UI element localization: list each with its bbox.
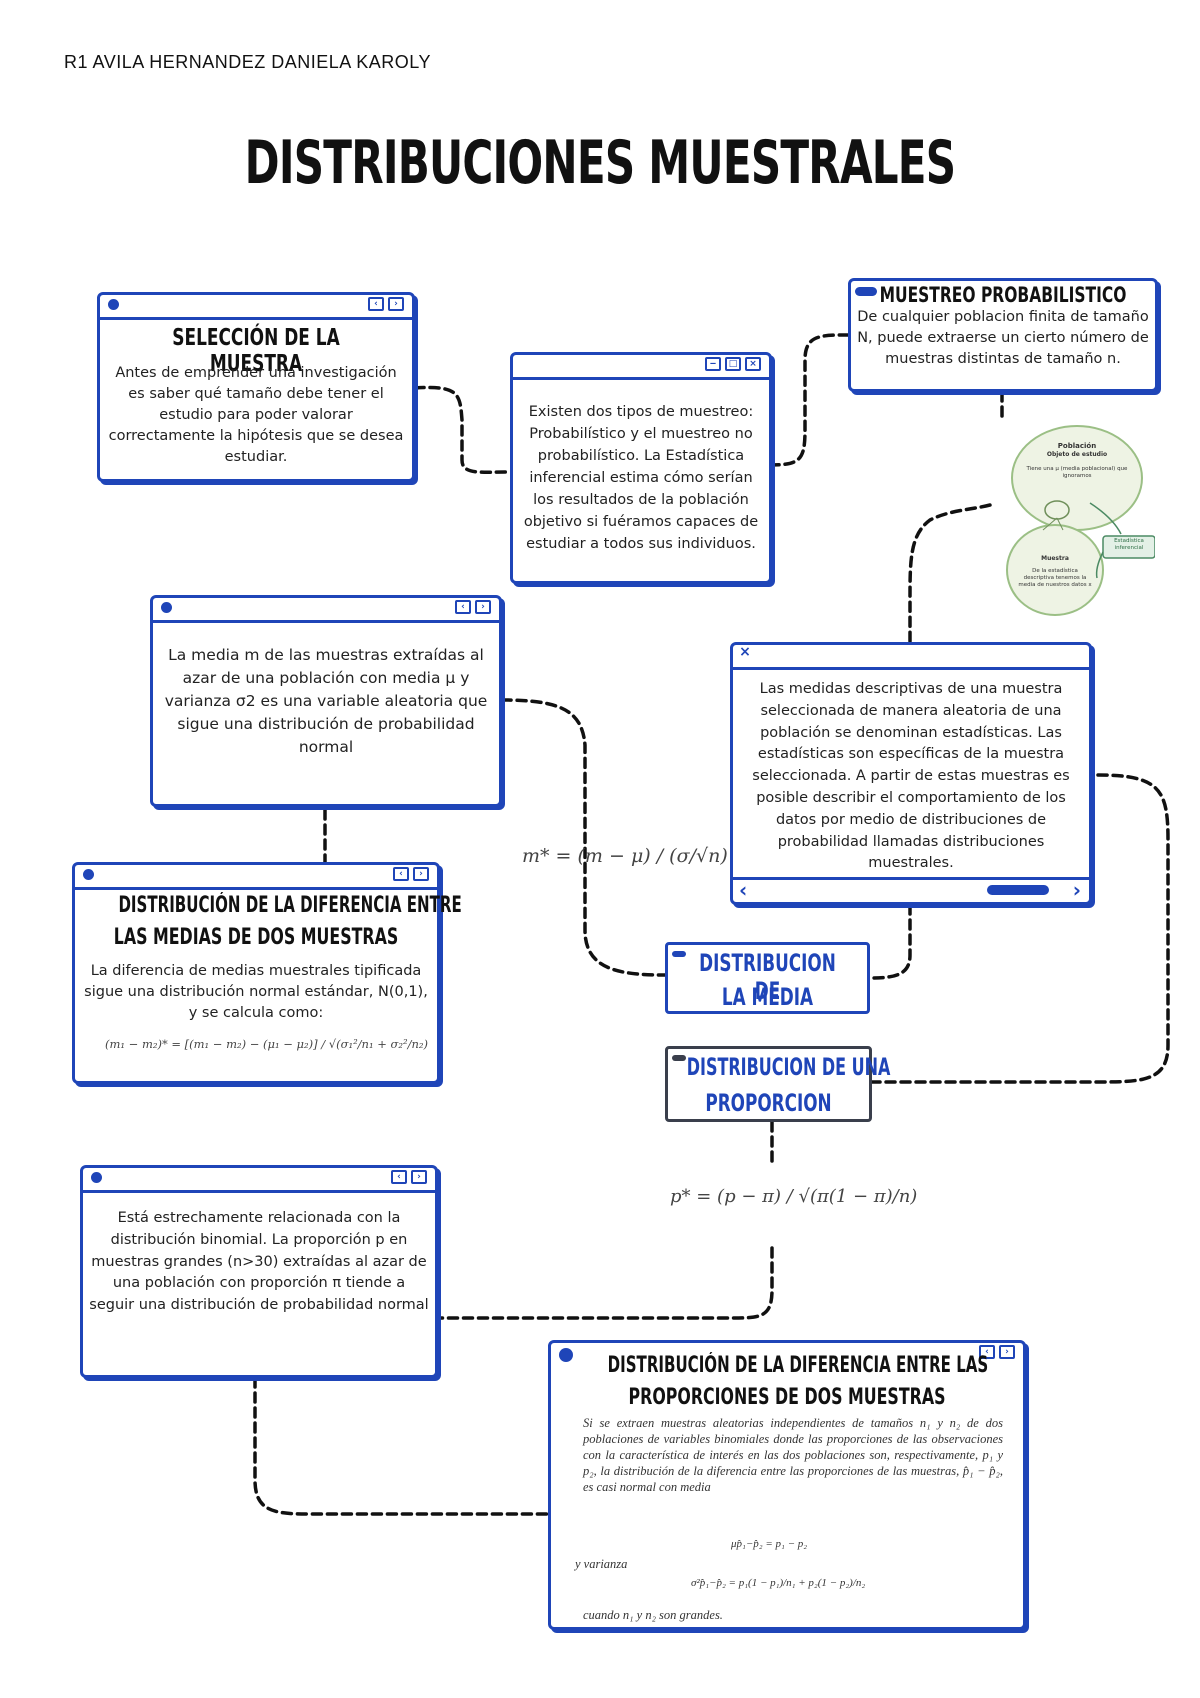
node-title-line-1: DISTRIBUCIÓN DE LA DIFERENCIA ENTRE bbox=[118, 893, 462, 918]
window-dots-icon bbox=[672, 951, 686, 957]
node-media-muestras: ‹› La media m de las muestras extraídas … bbox=[150, 595, 502, 807]
window-dot bbox=[108, 299, 119, 310]
node-title: MUESTREO PROBABILISTICO bbox=[879, 283, 1127, 307]
minimize-icon: ‒ bbox=[705, 357, 721, 371]
formula-media: m* = (m − μ) / (σ/√n) bbox=[522, 845, 728, 867]
poblacion-muestra-illustration: Población Objeto de estudio Tiene una μ … bbox=[995, 418, 1156, 628]
window-titlebar: ‒ □ × bbox=[513, 355, 769, 380]
window-dots-icon bbox=[672, 1055, 686, 1061]
node-title-line-1: DISTRIBUCION DE UNA bbox=[686, 1053, 891, 1081]
node-title-line-2: LA MEDIA bbox=[721, 983, 814, 1011]
scroll-right-icon[interactable]: › bbox=[1072, 878, 1081, 902]
node-tipos-muestreo: ‒ □ × Existen dos tipos de muestreo: Proba… bbox=[510, 352, 772, 584]
next-icon: › bbox=[999, 1345, 1015, 1359]
connector-illus-estadisticas bbox=[908, 503, 992, 644]
prev-icon: ‹ bbox=[368, 297, 384, 311]
node-title-line-1: DISTRIBUCIÓN DE LA DIFERENCIA ENTRE LAS bbox=[607, 1353, 989, 1378]
next-icon: › bbox=[388, 297, 404, 311]
node-text: La media m de las muestras extraídas al … bbox=[164, 646, 488, 756]
window-titlebar: ‹› bbox=[83, 1168, 435, 1193]
node-title-line-2: LAS MEDIAS DE DOS MUESTRAS bbox=[113, 925, 399, 950]
window-dot bbox=[161, 602, 172, 613]
variance-label: y varianza bbox=[575, 1557, 628, 1571]
window-dot bbox=[91, 1172, 102, 1183]
node-diferencia-medias: ‹› DISTRIBUCIÓN DE LA DIFERENCIA ENTRE L… bbox=[72, 862, 462, 1084]
node-text: Está estrechamente relacionada con la di… bbox=[89, 1210, 429, 1314]
connector-formula-proptext bbox=[436, 1246, 774, 1320]
window-titlebar: ‹› bbox=[100, 295, 412, 320]
close-icon: × bbox=[739, 644, 751, 660]
connector-proptext-difprop bbox=[253, 1376, 562, 1516]
window-titlebar: ‹› bbox=[75, 865, 437, 890]
node-text: Las medidas descriptivas de una muestra … bbox=[752, 681, 1070, 872]
poblacion-title: Población bbox=[1057, 442, 1097, 450]
poblacion-subtitle: Objeto de estudio bbox=[1046, 451, 1108, 458]
connector-seleccion-tipos bbox=[413, 385, 512, 474]
prev-icon: ‹ bbox=[455, 600, 471, 614]
variance-formula: σ²p̂₁−p̂₂ = p₁(1 − p₁)/n₁ + p₂(1 − p₂)/n… bbox=[691, 1577, 866, 1589]
prev-icon: ‹ bbox=[391, 1170, 407, 1184]
prev-icon: ‹ bbox=[979, 1345, 995, 1359]
muestra-text: De la estadística descriptiva tenemos la… bbox=[1018, 568, 1092, 588]
connector-estadisticas-distmedia bbox=[868, 903, 912, 980]
node-title-line-1: DISTRIBUCION DE bbox=[699, 949, 836, 1005]
footer-text: cuando n₁ y n₂ son grandes. bbox=[583, 1608, 723, 1622]
next-icon: › bbox=[411, 1170, 427, 1184]
node-text: De cualquier poblacion finita de tamaño … bbox=[857, 309, 1149, 367]
maximize-icon: □ bbox=[725, 357, 741, 371]
poblacion-diagram-icon bbox=[1006, 425, 1156, 616]
window-titlebar: ‹› bbox=[551, 1343, 1023, 1365]
node-title-line-2: PROPORCION bbox=[705, 1089, 832, 1117]
window-dots-icon bbox=[855, 287, 877, 296]
window-dot bbox=[559, 1348, 573, 1362]
scroll-thumb[interactable] bbox=[987, 885, 1049, 895]
window-titlebar: × bbox=[733, 645, 1089, 670]
node-muestreo-probabilistico: MUESTREO PROBABILISTICO De cualquier pob… bbox=[848, 278, 1158, 392]
node-diferencia-proporciones: ‹› DISTRIBUCIÓN DE LA DIFERENCIA ENTRE L… bbox=[548, 1340, 1026, 1630]
window-dot bbox=[83, 869, 94, 880]
poblacion-text: Tiene una μ (media poblacional) que igno… bbox=[1026, 466, 1128, 479]
node-title: SELECCIÓN DE LA MUESTRA bbox=[172, 325, 340, 377]
next-icon: › bbox=[475, 600, 491, 614]
formula-diferencia-medias: (m₁ − m₂)* = [(m₁ − m₂) − (μ₁ − μ₂)] / √… bbox=[105, 1037, 428, 1051]
muestra-title: Muestra bbox=[1041, 555, 1069, 562]
node-proporcion-binomial: ‹› Está estrechamente relacionada con la… bbox=[80, 1165, 438, 1378]
scrollbar[interactable]: ‹ › bbox=[733, 877, 1089, 902]
prev-icon: ‹ bbox=[393, 867, 409, 881]
mean-formula: μp̂₁−p̂₂ = p₁ − p₂ bbox=[731, 1538, 808, 1550]
connector-media-distmedia bbox=[500, 698, 667, 977]
node-seleccion-muestra: ‹› SELECCIÓN DE LA MUESTRA Antes de empr… bbox=[97, 292, 415, 482]
next-icon: › bbox=[413, 867, 429, 881]
inferencial-label: Estadística inferencial bbox=[1114, 538, 1144, 551]
node-estadisticas: × Las medidas descriptivas de una muestr… bbox=[730, 642, 1092, 905]
page-title: DISTRIBUCIONES MUESTRALES bbox=[244, 128, 956, 198]
node-distribucion-media: DISTRIBUCION DE LA MEDIA bbox=[665, 942, 870, 1014]
node-text: Antes de emprender una investigación es … bbox=[108, 365, 404, 465]
window-titlebar: ‹› bbox=[153, 598, 499, 623]
node-text: Si se extraen muestras aleatorias indepe… bbox=[583, 1416, 1003, 1494]
node-text: Existen dos tipos de muestreo: Probabilí… bbox=[523, 404, 759, 552]
close-icon: × bbox=[745, 357, 761, 371]
node-title-line-2: PROPORCIONES DE DOS MUESTRAS bbox=[628, 1385, 946, 1410]
node-distribucion-proporcion: DISTRIBUCION DE UNA PROPORCION bbox=[665, 1046, 891, 1122]
formula-proporcion: p* = (p − π) / √(π(1 − π)/n) bbox=[670, 1186, 918, 1207]
scroll-left-icon[interactable]: ‹ bbox=[739, 878, 748, 902]
connector-tipos-probabilistico bbox=[768, 333, 850, 467]
node-text: La diferencia de medias muestrales tipif… bbox=[84, 963, 428, 1021]
author-name: R1 AVILA HERNANDEZ DANIELA KAROLY bbox=[64, 52, 431, 72]
